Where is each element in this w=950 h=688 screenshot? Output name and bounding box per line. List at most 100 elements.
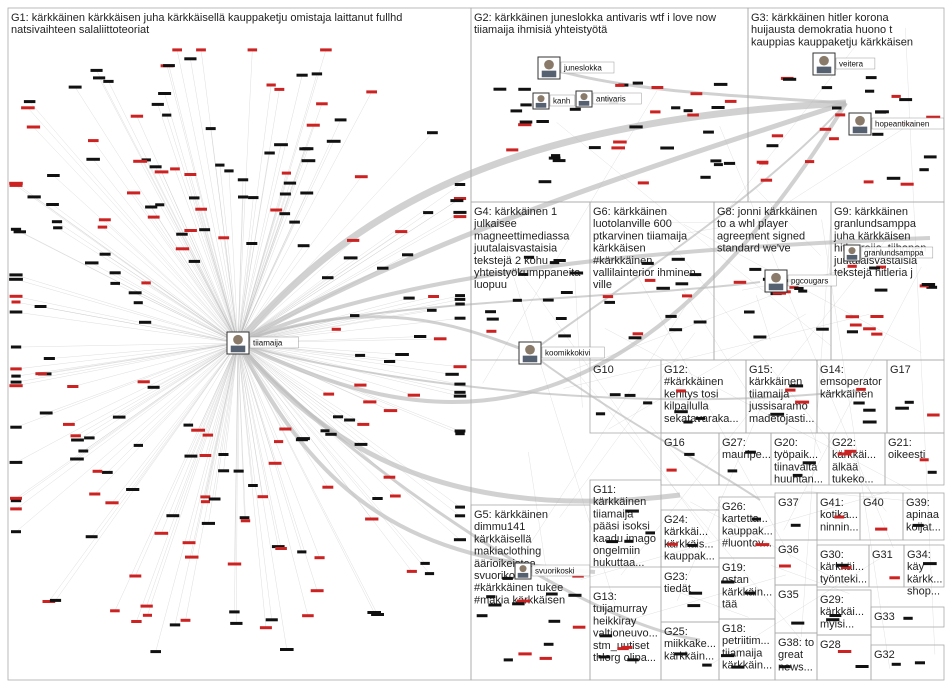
node — [377, 266, 389, 270]
edge — [188, 342, 239, 543]
group-g17: G17 — [886, 359, 945, 434]
node — [390, 494, 401, 498]
group-label-line: valtioneuvo... — [593, 628, 658, 640]
edge — [237, 243, 252, 344]
edge — [237, 342, 350, 421]
node — [265, 618, 278, 622]
node — [237, 178, 249, 182]
edge — [181, 234, 239, 344]
edge — [185, 342, 239, 621]
node — [802, 461, 816, 465]
node — [384, 360, 396, 363]
edge — [176, 49, 239, 344]
edge — [237, 342, 413, 572]
node — [215, 163, 225, 167]
edge — [15, 342, 239, 499]
node — [595, 412, 606, 416]
node — [289, 220, 300, 224]
group-g18: G18:petriitim...tiiamaijakärkkäin... — [718, 618, 776, 681]
edge — [68, 342, 239, 425]
node — [886, 176, 901, 180]
edge — [15, 342, 239, 383]
group-label-line: G40 — [863, 497, 884, 509]
edge — [157, 104, 239, 344]
edge — [97, 342, 239, 472]
group-g20: G20:työpaik...tiinavaltahuuhtan... — [770, 432, 830, 486]
group-label-line: G37 — [778, 497, 799, 509]
node — [927, 470, 937, 474]
edge — [237, 125, 314, 344]
group-box — [903, 544, 945, 588]
group-label-line: tiiamaija — [593, 508, 634, 520]
node — [89, 492, 101, 496]
avatar-body — [541, 70, 557, 78]
node — [744, 310, 755, 314]
node — [832, 106, 842, 110]
edge — [15, 296, 239, 344]
edge — [15, 229, 239, 344]
group-label-line: G35 — [778, 589, 799, 601]
edge — [237, 342, 279, 547]
node — [247, 48, 258, 52]
node — [357, 422, 370, 426]
edge — [119, 342, 239, 418]
node — [759, 161, 769, 165]
avatar-node-svuorikoski: svuorikoski — [514, 562, 590, 580]
node — [200, 495, 211, 499]
node — [486, 329, 497, 333]
node — [454, 183, 466, 186]
node — [90, 68, 103, 72]
edge — [145, 322, 239, 344]
group-label-line: ongelmiin — [593, 545, 640, 557]
group-label-line: G20: — [774, 437, 798, 449]
edge — [57, 227, 239, 344]
edge — [620, 223, 899, 576]
node — [301, 159, 316, 163]
node — [656, 286, 670, 290]
node — [560, 291, 573, 294]
node — [845, 315, 859, 319]
group-label-line: kärkkäisellä — [474, 533, 532, 545]
node — [230, 621, 243, 625]
edge — [237, 119, 341, 344]
edge — [182, 248, 239, 344]
node-label-bg — [787, 274, 837, 287]
node — [772, 291, 786, 295]
edge — [756, 295, 771, 341]
group-g15: G15:kärkkäinentiiamaijajussisaramomadeto… — [745, 359, 818, 434]
node — [548, 619, 561, 623]
node — [347, 238, 360, 242]
node — [371, 613, 384, 616]
node — [257, 495, 268, 499]
edge — [15, 342, 239, 532]
node-label-bg — [560, 61, 615, 74]
edge — [513, 305, 686, 569]
node — [266, 83, 276, 87]
node — [279, 427, 292, 431]
node — [9, 181, 23, 185]
node — [903, 616, 913, 620]
avatar-head — [537, 95, 545, 103]
edge — [153, 217, 239, 344]
node — [849, 323, 862, 327]
node-label-bg — [249, 336, 299, 349]
node — [876, 265, 886, 269]
avatar-head — [848, 247, 856, 255]
node — [395, 353, 409, 356]
node — [542, 298, 554, 302]
group-label-line: G28 — [820, 639, 841, 651]
group-label-line: G14: — [820, 364, 844, 376]
group-g25: G25:miikkake...kärkkäin... — [660, 621, 720, 681]
node — [275, 547, 287, 550]
group-label-line: #kärkkäinen — [664, 376, 723, 388]
node — [306, 123, 320, 127]
node — [423, 211, 434, 215]
edge — [190, 58, 239, 344]
group-label-line: huuhtan... — [774, 474, 823, 486]
node — [92, 469, 103, 473]
edge — [200, 209, 239, 344]
node — [142, 613, 152, 617]
group-label-line: kärkkäi... — [832, 449, 876, 461]
edge — [237, 179, 244, 344]
node — [109, 271, 121, 275]
